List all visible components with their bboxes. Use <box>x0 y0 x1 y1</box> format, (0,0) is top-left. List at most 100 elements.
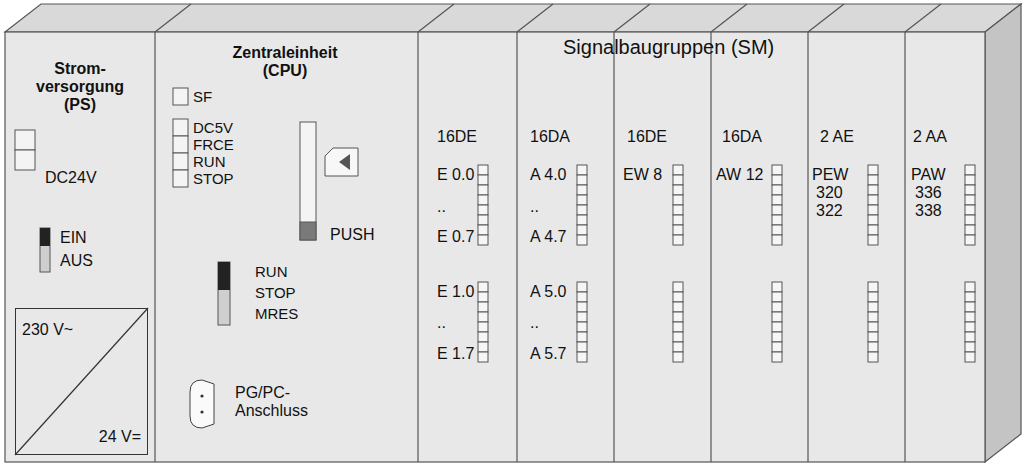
module-text: .. <box>437 198 446 216</box>
module-divider <box>614 4 650 462</box>
status-led <box>965 282 975 292</box>
module-heading: 2 AE <box>820 128 854 146</box>
module-heading: 230 V~ <box>22 321 73 339</box>
cpu-led <box>173 119 188 136</box>
divider-front <box>904 32 905 462</box>
status-led <box>673 282 683 292</box>
status-led <box>577 215 587 225</box>
status-led <box>772 235 782 245</box>
mode-switch <box>218 262 230 325</box>
status-led <box>577 205 587 215</box>
status-led <box>965 352 975 362</box>
module-divider <box>808 4 844 462</box>
module-text: A 5.7 <box>530 345 566 363</box>
status-led <box>478 352 488 362</box>
module-text: RUN <box>193 153 226 171</box>
status-led <box>965 322 975 332</box>
divider-front <box>710 32 711 462</box>
module-text: DC5V <box>193 119 233 137</box>
status-led <box>868 312 878 322</box>
converter-diagonal <box>15 308 148 455</box>
status-led <box>478 342 488 352</box>
divider-front <box>613 32 614 462</box>
eject-button <box>300 222 316 240</box>
status-led <box>478 302 488 312</box>
module-divider <box>711 4 747 462</box>
module-text: STOP <box>255 284 296 302</box>
module-heading: 16DE <box>437 128 477 146</box>
status-led <box>965 342 975 352</box>
status-led <box>868 235 878 245</box>
status-led <box>478 205 488 215</box>
status-led <box>868 282 878 292</box>
connector-pin <box>200 410 203 413</box>
digital-input-module: 16DEE 0.0..E 0.7E 1.0..E 1.7 <box>418 32 517 462</box>
converter-box: 230 V~24 V= <box>15 308 148 455</box>
status-led <box>965 185 975 195</box>
divider-top <box>711 4 747 32</box>
status-led <box>673 165 683 175</box>
status-led <box>772 352 782 362</box>
divider-front <box>516 32 517 462</box>
status-led <box>868 342 878 352</box>
status-led <box>673 342 683 352</box>
status-led <box>772 282 782 292</box>
module-heading: 16DE <box>627 128 667 146</box>
module-text: STOP <box>193 170 234 188</box>
cpu-led <box>173 88 188 105</box>
memory-card-icon <box>325 148 358 176</box>
rack-side-face <box>985 4 1021 462</box>
status-led <box>673 205 683 215</box>
module-heading: 16DA <box>530 128 570 146</box>
status-led <box>868 292 878 302</box>
status-led <box>577 225 587 235</box>
status-led <box>577 195 587 205</box>
status-led <box>965 195 975 205</box>
status-led <box>577 185 587 195</box>
status-led <box>772 302 782 312</box>
status-led <box>772 225 782 235</box>
status-led <box>965 175 975 185</box>
module-heading: Strom- versorgung (PS) <box>30 60 130 114</box>
memory-card-slot <box>300 122 316 240</box>
status-led <box>478 175 488 185</box>
digital-input-module: 16DEEW 8 <box>614 32 711 462</box>
status-led <box>478 225 488 235</box>
module-text: AW 12 <box>716 166 763 184</box>
module-text: PEW <box>812 166 848 184</box>
status-led <box>577 282 587 292</box>
module-text: 336 <box>915 184 942 202</box>
status-led <box>673 312 683 322</box>
module-text: A 5.0 <box>530 283 566 301</box>
module-text: RUN <box>255 263 288 281</box>
divider-top <box>418 4 454 32</box>
module-text: MRES <box>255 305 298 323</box>
status-led <box>965 235 975 245</box>
module-text: A 4.0 <box>530 166 566 184</box>
status-led <box>673 322 683 332</box>
status-led <box>478 282 488 292</box>
status-led <box>478 165 488 175</box>
divider-top <box>808 4 844 32</box>
module-divider <box>905 4 941 462</box>
divider-top <box>905 4 941 32</box>
module-text: SF <box>193 88 212 106</box>
status-led <box>478 235 488 245</box>
status-led <box>868 302 878 312</box>
module-heading: Zentraleinheit (CPU) <box>225 44 345 80</box>
status-led <box>577 322 587 332</box>
status-led <box>673 195 683 205</box>
power-supply-module: Strom- versorgung (PS)DC24VEINAUS230 V~2… <box>5 32 155 462</box>
status-led <box>965 332 975 342</box>
status-led <box>577 165 587 175</box>
module-text: EIN <box>60 229 87 247</box>
module-text: .. <box>437 314 446 332</box>
status-led <box>772 185 782 195</box>
status-led <box>577 175 587 185</box>
status-led <box>772 342 782 352</box>
status-led <box>577 292 587 302</box>
module-text: 322 <box>816 202 843 220</box>
divider-top <box>517 4 553 32</box>
status-led <box>965 292 975 302</box>
module-text: DC24V <box>45 169 97 187</box>
